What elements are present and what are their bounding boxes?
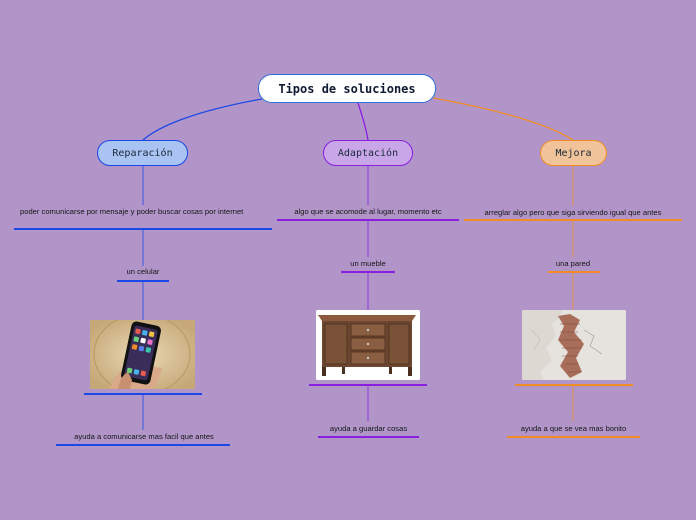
leaf-underline	[318, 436, 419, 438]
leaf-underline	[56, 444, 230, 446]
cracked-wall-photo	[522, 310, 626, 380]
connector-root-adaptacion	[357, 102, 369, 141]
leaf-reparacion-1[interactable]: poder comunicarse por mensaje y poder bu…	[20, 207, 244, 216]
leaf-mejora-2[interactable]: una pared	[555, 259, 591, 268]
leaf-adaptacion-2[interactable]: un mueble	[350, 259, 386, 268]
image-underline	[309, 384, 427, 386]
smartphone-photo	[90, 320, 195, 389]
leaf-reparacion-3[interactable]: ayuda a comunicarse mas facil que antes	[74, 432, 214, 441]
image-underline	[84, 393, 202, 395]
leaf-underline	[117, 280, 169, 282]
image-underline	[515, 384, 633, 386]
leaf-adaptacion-3[interactable]: ayuda a guardar cosas	[329, 424, 408, 433]
leaf-adaptacion-1[interactable]: algo que se acomode al lugar, momento et…	[294, 207, 442, 216]
leaf-underline	[464, 219, 682, 221]
branch-mejora[interactable]: Mejora	[540, 140, 607, 166]
leaf-underline	[507, 436, 640, 438]
branch-reparacion[interactable]: Reparación	[97, 140, 188, 166]
root-node[interactable]: Tipos de soluciones	[258, 74, 436, 103]
leaf-underline	[548, 271, 600, 273]
connector-root-reparacion	[142, 98, 263, 141]
connector-root-mejora	[432, 97, 574, 141]
leaf-underline	[341, 271, 395, 273]
leaf-reparacion-2[interactable]: un celular	[126, 267, 160, 276]
leaf-mejora-3[interactable]: ayuda a que se vea mas bonito	[520, 424, 627, 433]
leaf-mejora-1[interactable]: arreglar algo pero que siga sirviendo ig…	[484, 208, 662, 217]
branch-adaptacion[interactable]: Adaptación	[323, 140, 413, 166]
leaf-underline	[14, 228, 272, 230]
wooden-sideboard-photo	[316, 310, 420, 380]
leaf-underline	[277, 219, 459, 221]
